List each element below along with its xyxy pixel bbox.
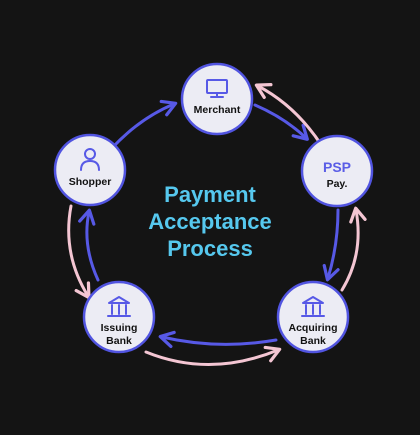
node-issuing-bank: Issuing Bank <box>82 280 156 354</box>
psp-sublabel: Pay. <box>327 178 348 190</box>
acquiring-sublabel: Bank <box>300 335 326 347</box>
inner-flow-arrows <box>78 99 340 349</box>
outer-flow-arrows <box>67 83 367 366</box>
psp-label: PSP <box>323 159 351 175</box>
person-icon <box>80 148 100 171</box>
node-shopper: Shopper <box>53 133 127 207</box>
arrow-merchant-to-psp <box>253 103 309 141</box>
title-line-1: Payment <box>164 182 256 207</box>
bank-icon <box>107 296 131 317</box>
arrow-acquiring-to-psp <box>340 206 367 292</box>
arrow-shopper-to-issuing <box>67 204 91 300</box>
center-title: Payment Acceptance Process <box>148 182 272 261</box>
acquiring-label: Acquiring <box>289 322 338 334</box>
arrow-issuing-to-acquiring <box>144 345 282 366</box>
arrow-psp-to-acquiring <box>322 208 340 282</box>
arrow-acquiring-to-issuing <box>158 330 278 349</box>
shopper-label: Shopper <box>69 176 112 188</box>
issuing-label: Issuing <box>101 322 138 334</box>
bank-icon <box>301 296 325 317</box>
node-psp: PSP Pay. <box>300 134 374 208</box>
title-line-3: Process <box>167 236 253 261</box>
title-line-2: Acceptance <box>148 209 272 234</box>
issuing-sublabel: Bank <box>106 335 132 347</box>
monitor-icon <box>206 79 228 98</box>
arrow-issuing-to-shopper <box>78 208 100 282</box>
node-merchant: Merchant <box>180 62 254 136</box>
arrow-psp-to-merchant <box>254 83 324 148</box>
node-acquiring-bank: Acquiring Bank <box>276 280 350 354</box>
arrow-shopper-to-merchant <box>110 99 178 150</box>
merchant-label: Merchant <box>194 104 241 116</box>
